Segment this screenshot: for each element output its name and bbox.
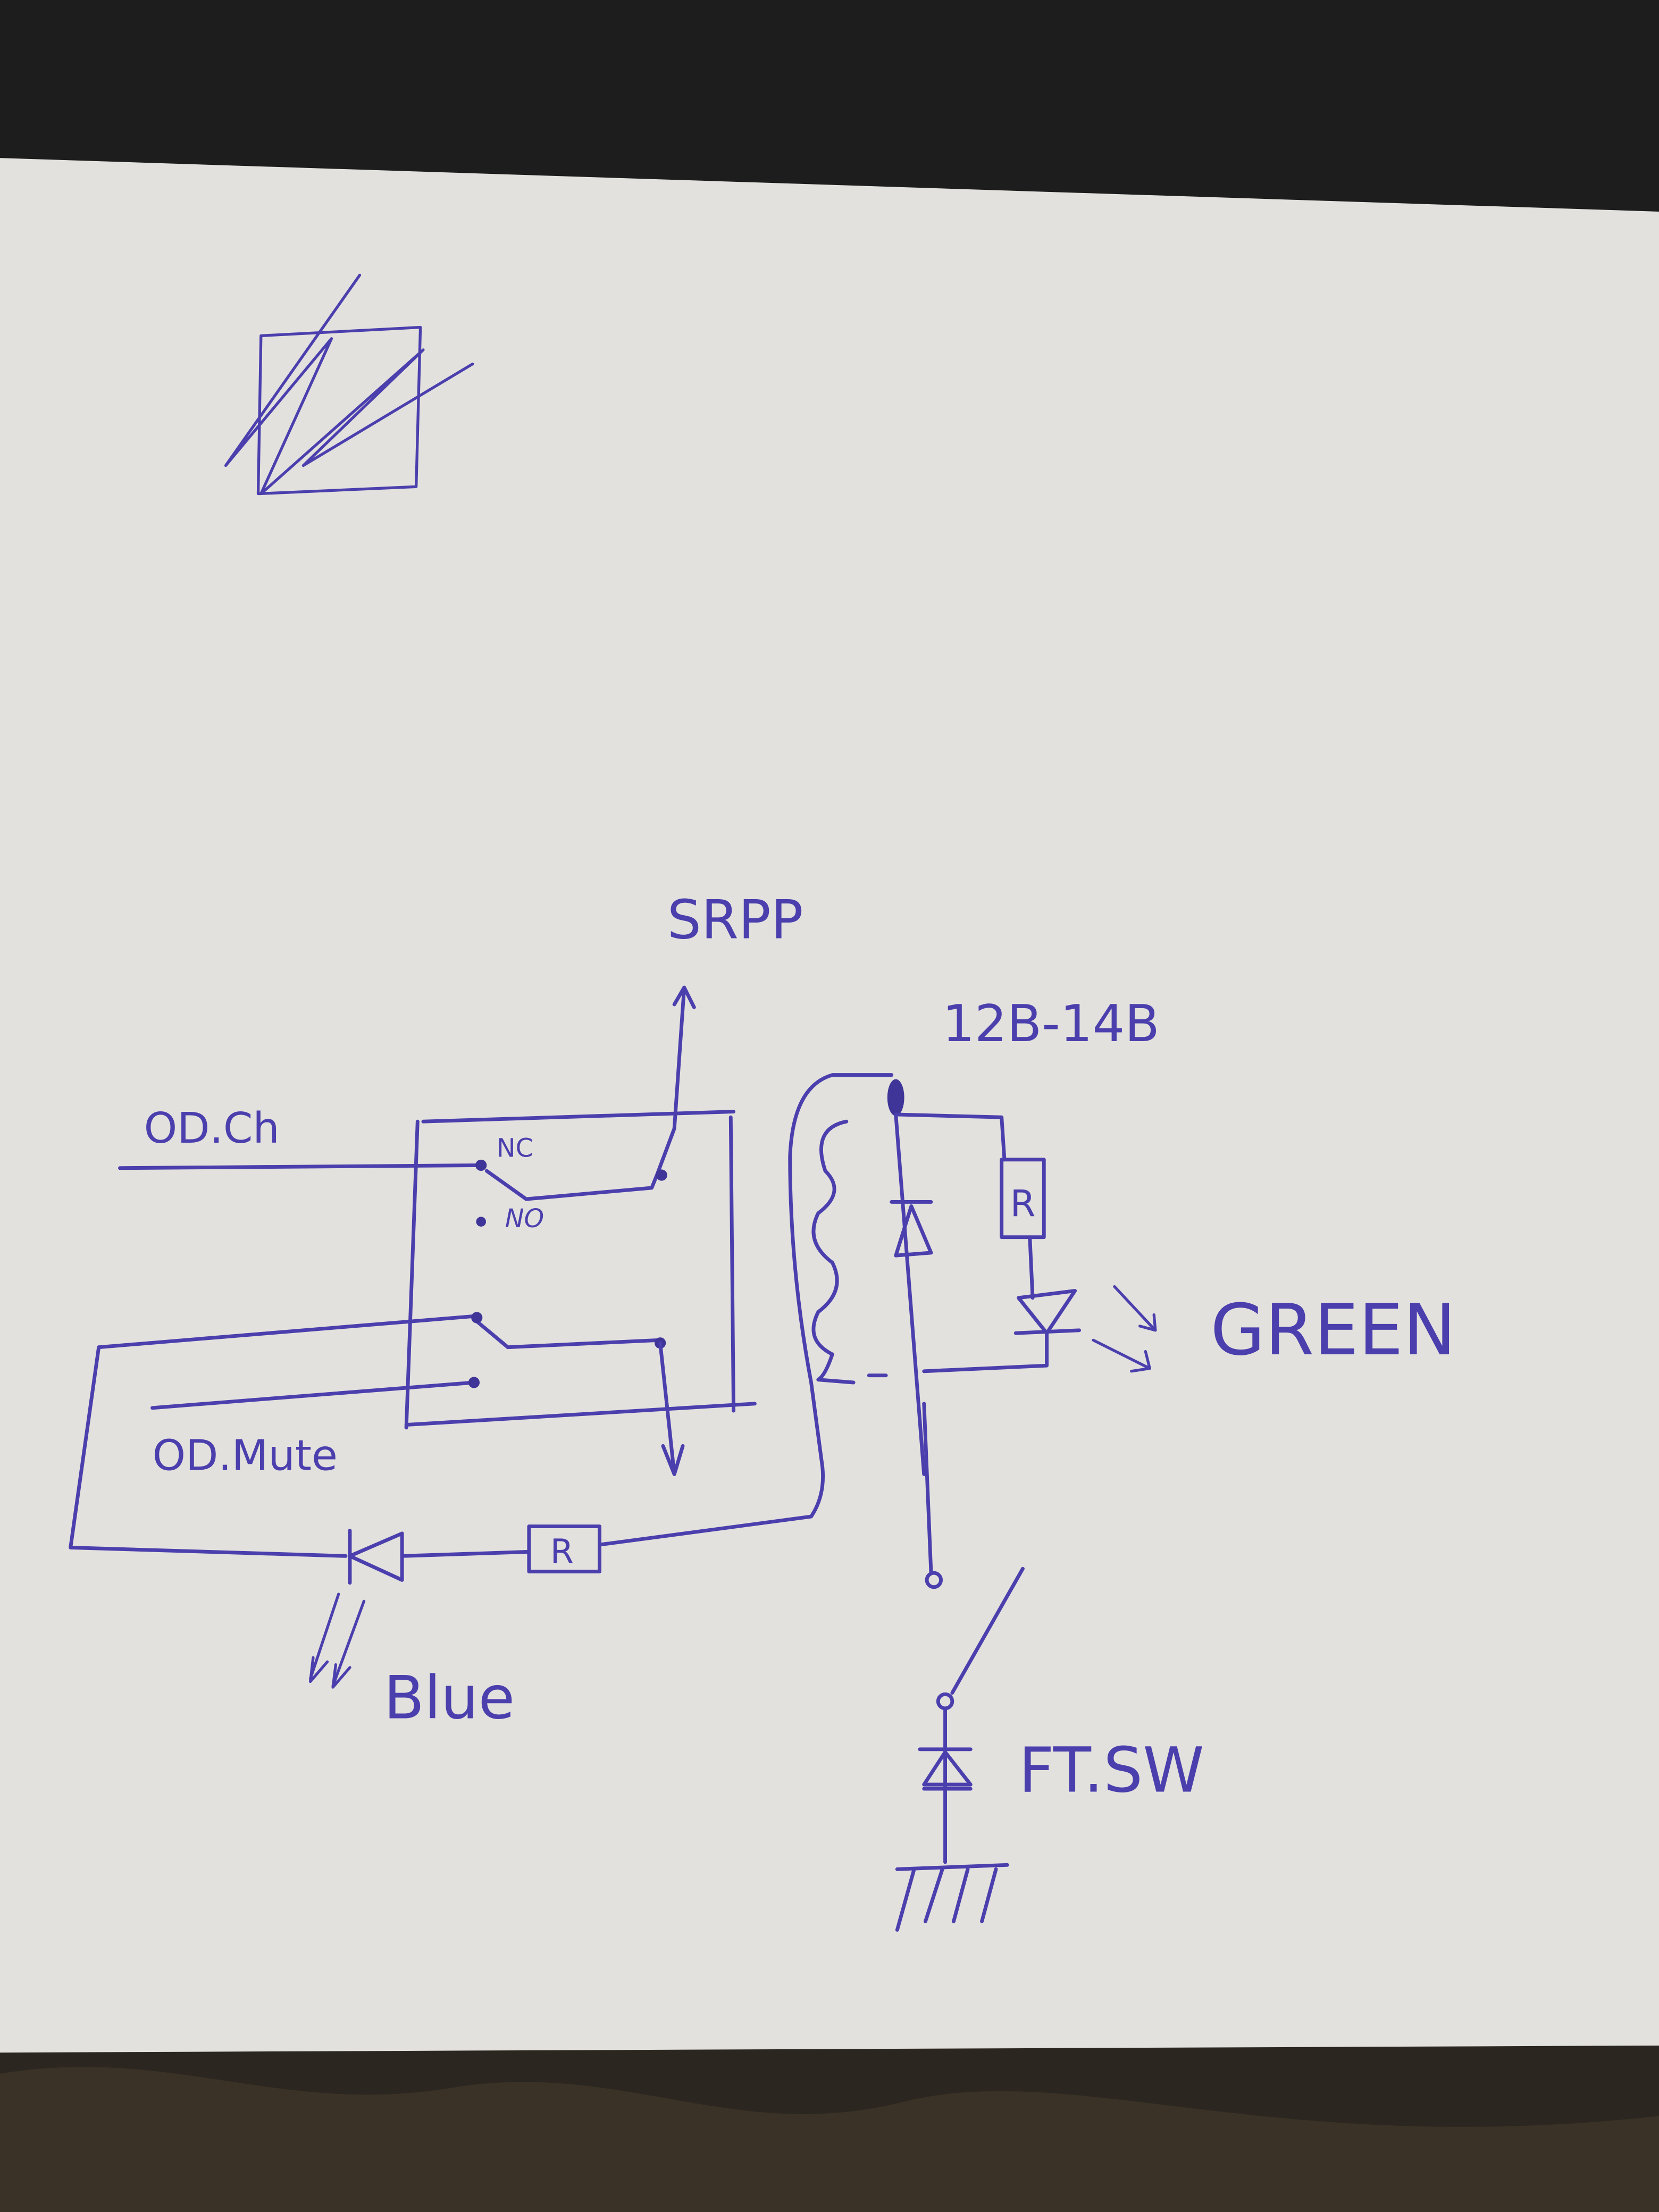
wire-loop: [69, 1073, 894, 1558]
switch-contact-top: [925, 1571, 943, 1589]
wire-od-ch: [118, 1163, 482, 1170]
wire-od-mute: [150, 1380, 476, 1410]
relay: [97, 985, 757, 1476]
label-green: GREEN: [1210, 1289, 1456, 1371]
camo-pattern: [0, 2067, 1659, 2212]
green-resistor: [1000, 1158, 1046, 1239]
label-od-mute: OD.Mute: [153, 1430, 338, 1480]
contact-2: [471, 1312, 483, 1323]
common-contact-1: [656, 1169, 667, 1181]
scribble-mark: [224, 273, 474, 496]
srpp-arrow-icon: [672, 985, 696, 1009]
label-no: NO: [505, 1204, 544, 1234]
label-resistor-blue: R: [550, 1532, 574, 1572]
wire-center: [894, 1112, 926, 1476]
relay-outline: [404, 1110, 757, 1430]
blue-resistor: [527, 1524, 601, 1573]
output-arrow-icon: [658, 1341, 685, 1476]
contact-3: [468, 1377, 480, 1388]
flyback-diode-icon: [890, 1200, 933, 1258]
label-blue: Blue: [384, 1664, 515, 1732]
relay-coil-icon: [811, 1119, 888, 1385]
ground-icon: [895, 1863, 1009, 1932]
switch-arm-2: [97, 1314, 659, 1350]
coil-circuit: [811, 1079, 1157, 1932]
label-od-ch: OD.Ch: [144, 1103, 280, 1153]
label-ft-sw: FT.SW: [1019, 1734, 1204, 1806]
blue-led-circuit: [69, 1073, 894, 1689]
label-srpp: SRPP: [667, 888, 803, 951]
label-voltage: 12B-14B: [942, 994, 1160, 1053]
label-resistor-green: R: [1010, 1183, 1036, 1225]
wire-to-switch: [922, 1402, 933, 1575]
wire-to-r: [894, 1112, 1007, 1162]
green-led-icon: [922, 1235, 1082, 1373]
footswitch-lever-icon: [950, 1566, 1025, 1695]
switch-arm-1: [484, 985, 686, 1201]
blue-light-arrows-icon: [309, 1593, 366, 1689]
footswitch-diode-icon: [918, 1708, 973, 1864]
supply-node: [887, 1079, 904, 1116]
paper-sheet: [0, 158, 1659, 2053]
blue-led-diode-icon: [348, 1529, 404, 1585]
no-contact: [476, 1217, 486, 1227]
nc-contact: [475, 1159, 487, 1171]
label-nc: NC: [497, 1134, 533, 1163]
green-light-arrows-icon: [1092, 1285, 1157, 1373]
